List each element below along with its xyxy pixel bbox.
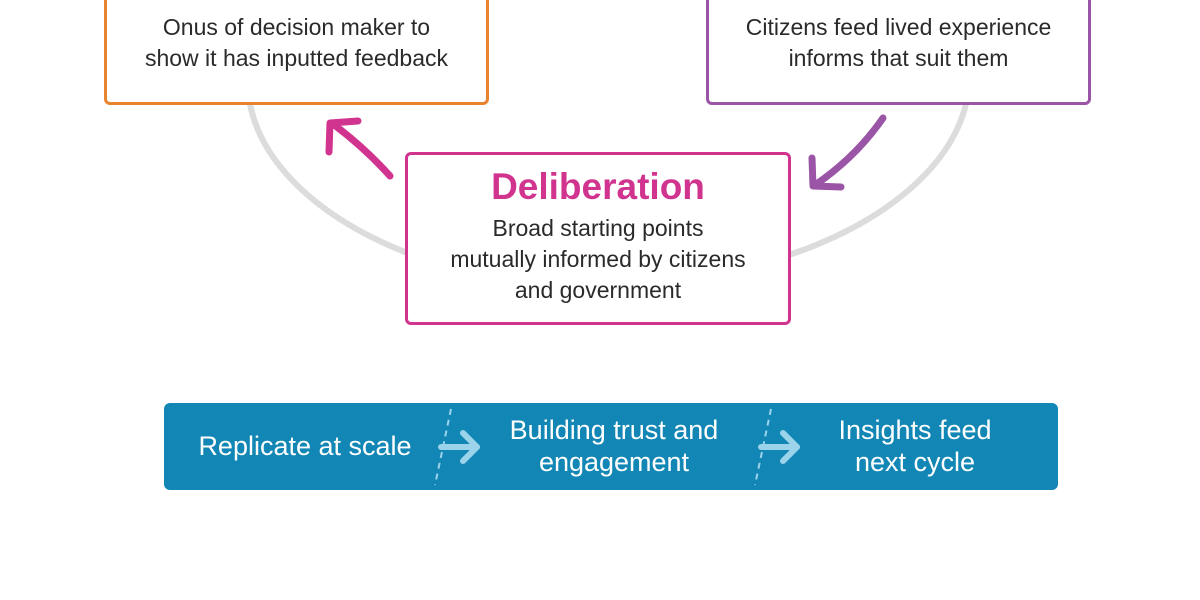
citizens-line-2: informs that suit them <box>788 45 1009 71</box>
citizens-box: Citizens feed lived experience informs t… <box>706 0 1091 105</box>
cycle-arrow-to-left-box-icon <box>325 117 394 180</box>
right-arrow-icon <box>754 408 800 486</box>
citizens-line-1: Citizens feed lived experience <box>745 14 1052 40</box>
deliberation-box: Deliberation Broad starting points mutua… <box>405 152 791 325</box>
decision-maker-box: Onus of decision maker to show it has in… <box>104 0 489 105</box>
cycle-arrow-to-center-box-icon <box>808 114 887 191</box>
cycle-track-right <box>789 101 969 257</box>
banner-step-trust: Building trust and engagement <box>484 414 744 478</box>
decision-maker-line-2: show it has inputted feedback <box>144 45 449 71</box>
banner-step-1-line-1: Replicate at scale <box>198 431 412 461</box>
deliberation-line-3: and government <box>514 277 682 303</box>
process-banner: Replicate at scale Building trust and en… <box>164 403 1058 490</box>
deliberation-description: Broad starting points mutually informed … <box>408 213 788 306</box>
deliberation-line-2: mutually informed by citizens <box>450 246 746 272</box>
deliberation-heading: Deliberation <box>491 166 705 207</box>
citizens-description: Citizens feed lived experience informs t… <box>709 12 1088 74</box>
right-arrow-icon <box>434 408 480 486</box>
banner-step-3-line-1: Insights feed <box>838 415 992 445</box>
banner-step-replicate: Replicate at scale <box>174 430 436 462</box>
banner-step-2-line-2: engagement <box>538 447 690 477</box>
cycle-track-left <box>247 101 413 257</box>
decision-maker-line-1: Onus of decision maker to <box>162 14 431 40</box>
banner-step-insights: Insights feed next cycle <box>800 414 1030 478</box>
deliberation-line-1: Broad starting points <box>492 215 704 241</box>
banner-step-3-line-2: next cycle <box>854 447 976 477</box>
banner-step-2-line-1: Building trust and <box>509 415 719 445</box>
decision-maker-description: Onus of decision maker to show it has in… <box>107 12 486 74</box>
